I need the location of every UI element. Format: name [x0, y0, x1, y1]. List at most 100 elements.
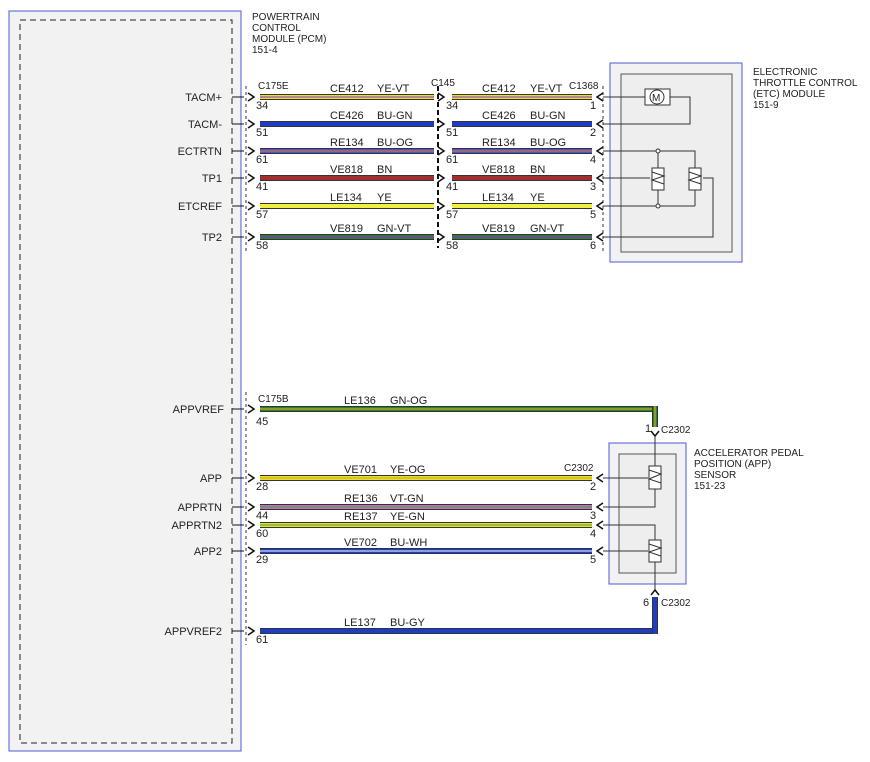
circuit-lower-3: VE702	[344, 537, 377, 549]
appvref-pin-arrow	[247, 404, 256, 414]
app-sensor-title-1: ACCELERATOR PEDAL	[694, 448, 804, 459]
circuit-lower-0: VE701	[344, 464, 377, 476]
circuit-lower-2: RE137	[344, 511, 378, 523]
sensor-pin-arrow-2	[595, 520, 604, 530]
color-code-lower-0: YE-OG	[390, 464, 425, 476]
color-code-b-1: BU-GN	[530, 110, 566, 122]
pcm-title-3: MODULE (PCM)	[252, 34, 326, 45]
circuit-b-1: CE426	[482, 110, 516, 122]
tp1-potentiometer-icon	[650, 148, 666, 209]
appvref2-pin-arrow	[247, 626, 256, 636]
color-code-appvref: GN-OG	[390, 395, 427, 407]
c145-pin-3: 41	[446, 181, 458, 193]
pcm-pin-arrow-4	[247, 201, 256, 211]
signal-tp2: TP2	[202, 232, 222, 244]
app-sensor-internal-wiring	[603, 436, 656, 590]
app-sensor-title-3: SENSOR	[694, 470, 736, 481]
circuit-a-2: RE134	[330, 137, 364, 149]
c145-arrow-4	[437, 201, 446, 211]
app-sensor-title-2: POSITION (APP)	[694, 459, 771, 470]
circuit-appvref: LE136	[344, 395, 376, 407]
sensor-pin-arrow-0	[595, 473, 604, 483]
color-code-b-3: BN	[530, 164, 545, 176]
pcm-pin-arrow-0	[247, 92, 256, 102]
circuit-b-2: RE134	[482, 137, 516, 149]
svg-text:M: M	[652, 93, 660, 104]
circuit-lower-1: RE136	[344, 493, 378, 505]
color-code-appvref2: BU-GY	[390, 617, 426, 629]
circuit-b-5: VE819	[482, 223, 515, 235]
pcm-pin-61-app: 61	[256, 634, 268, 646]
etc-pin-arrow-2	[595, 146, 604, 156]
signal-tacm+: TACM+	[185, 92, 222, 104]
pcm-pin-28: 28	[256, 481, 268, 493]
pcm-pin-arrow-low-1	[247, 502, 256, 512]
c145-arrow-3	[437, 173, 446, 183]
circuit-b-3: VE818	[482, 164, 515, 176]
etc-pin-arrow-4	[595, 201, 604, 211]
etc-title-3: (ETC) MODULE	[753, 89, 826, 100]
pcm-pin-29: 29	[256, 554, 268, 566]
circuit-a-4: LE134	[330, 192, 362, 204]
signal-appvref2: APPVREF2	[165, 626, 222, 638]
sensor-pin-1: 1	[645, 423, 651, 435]
color-code-lower-2: YE-GN	[390, 511, 425, 523]
color-code-b-2: BU-OG	[530, 137, 566, 149]
color-code-a-5: GN-VT	[377, 223, 412, 235]
circuit-b-0: CE412	[482, 83, 516, 95]
signal-apprtn2: APPRTN2	[171, 520, 222, 532]
etc-pin-3: 3	[590, 181, 596, 193]
color-code-a-0: YE-VT	[377, 83, 410, 95]
sensor-pin-4: 4	[590, 528, 596, 540]
c145-pin-4: 57	[446, 209, 458, 221]
c1368-label: C1368	[569, 81, 599, 92]
etc-title-1: ELECTRONIC	[753, 67, 817, 78]
c145-pin-2: 61	[446, 154, 458, 166]
pcm-module-box	[8, 10, 242, 752]
c145-pin-1: 51	[446, 127, 458, 139]
pcm-pin-61: 61	[256, 154, 268, 166]
c145-pin-0: 34	[446, 100, 458, 112]
color-code-b-4: YE	[530, 192, 545, 204]
pcm-pin-34: 34	[256, 100, 268, 112]
tp2-potentiometer-icon	[687, 167, 703, 191]
etc-pin-arrow-3	[595, 173, 604, 183]
pcm-pin-arrow-2	[247, 146, 256, 156]
etc-pin-arrow-0	[595, 92, 604, 102]
etc-pin-6: 6	[590, 240, 596, 252]
signal-ectrtn: ECTRTN	[178, 146, 222, 158]
etc-internal-wiring	[603, 96, 714, 238]
color-code-b-0: YE-VT	[530, 83, 563, 95]
pcm-pin-arrow-low-0	[247, 473, 256, 483]
circuit-a-1: CE426	[330, 110, 364, 122]
pcm-title-1: POWERTRAIN	[252, 12, 320, 23]
app-sensor-potentiometer-2-icon	[647, 539, 663, 563]
etc-pin-2: 2	[590, 127, 596, 139]
pcm-pin-41: 41	[256, 181, 268, 193]
pcm-pin-57: 57	[256, 209, 268, 221]
signal-etcref: ETCREF	[178, 201, 222, 213]
pcm-pin-arrow-low-3	[247, 546, 256, 556]
c145-arrow-1	[437, 119, 446, 129]
pcm-pin-45: 45	[256, 416, 268, 428]
signal-tacm-: TACM-	[188, 119, 222, 131]
signal-appvref: APPVREF	[173, 404, 225, 416]
pcm-title-2: CONTROL	[252, 23, 301, 34]
sensor-pin-3: 3	[590, 510, 596, 522]
etc-module-inner	[620, 73, 733, 253]
color-code-lower-3: BU-WH	[390, 537, 427, 549]
circuit-a-5: VE819	[330, 223, 363, 235]
c145-arrow-0	[437, 92, 446, 102]
pcm-pin-arrow-5	[247, 232, 256, 242]
motor-icon: M	[644, 88, 671, 106]
color-code-a-1: BU-GN	[377, 110, 413, 122]
sensor-pin-arrow-3	[595, 546, 604, 556]
signal-app2: APP2	[194, 546, 222, 558]
color-code-a-2: BU-OG	[377, 137, 413, 149]
etc-pin-arrow-1	[595, 119, 604, 129]
etc-title-4: 151-9	[753, 100, 779, 111]
signal-apprtn: APPRTN	[178, 502, 222, 514]
etc-pin-1: 1	[590, 100, 596, 112]
pcm-pin-44: 44	[256, 510, 268, 522]
